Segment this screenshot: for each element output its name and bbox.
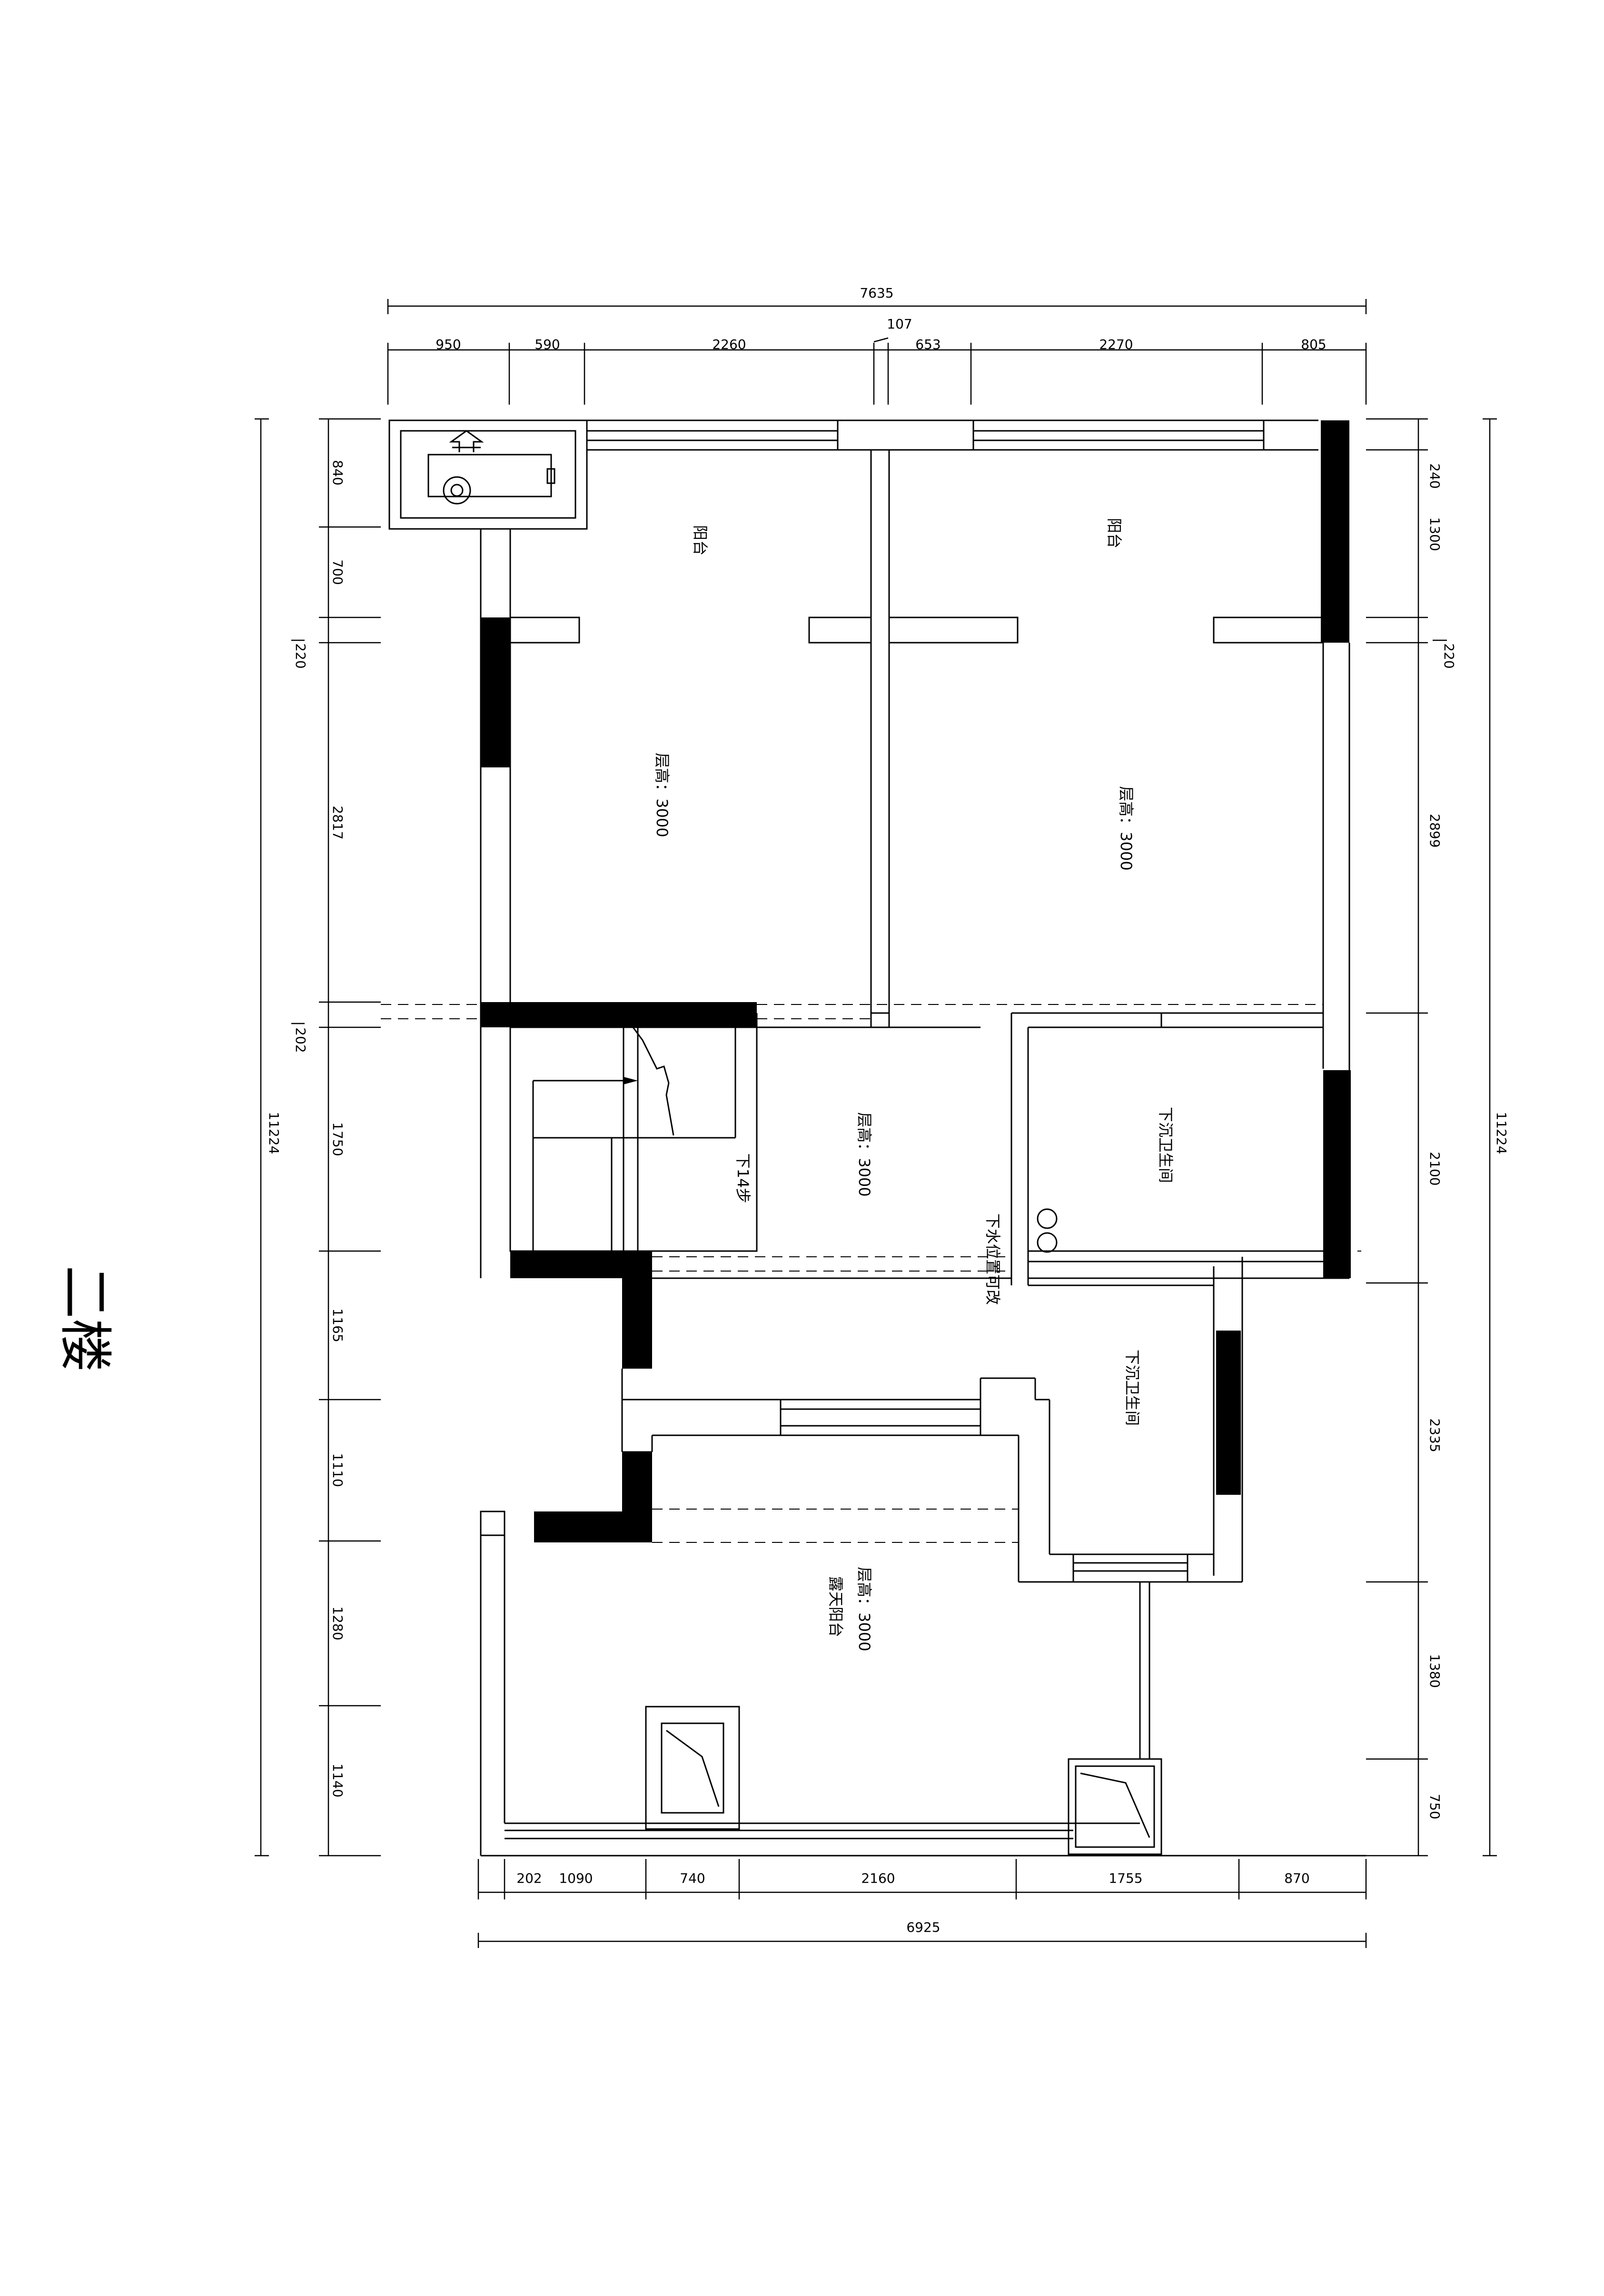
label-bath-lower: 下沉卫生间 <box>1123 1350 1141 1426</box>
dim-right-seg-7: 1380 <box>1427 1654 1443 1688</box>
beam-lines <box>381 1004 1361 1543</box>
dim-top-small: 107 <box>887 316 912 332</box>
dim-left-seg-7: 1165 <box>330 1308 346 1342</box>
dim-top-seg-2: 590 <box>535 337 560 352</box>
dim-right-seg-5: 2100 <box>1427 1152 1443 1185</box>
label-bath-upper: 下沉卫生间 <box>1157 1107 1175 1183</box>
dim-bottom-overall: 6925 <box>906 1919 940 1935</box>
dim-left-seg-1: 840 <box>330 460 346 485</box>
dim-right-seg-4: 2899 <box>1427 814 1443 847</box>
left-dimensions: 11224 840 700 220 2817 202 1750 1165 111… <box>255 418 381 1857</box>
label-balcony-left: 阳台 <box>691 525 709 556</box>
dim-bottom-seg-4: 2160 <box>861 1870 895 1886</box>
dim-bottom-seg-2: 1090 <box>559 1870 593 1886</box>
dim-right-seg-2: 1300 <box>1427 517 1443 551</box>
drain-pipes-icon <box>1037 1208 1058 1253</box>
label-balcony-right: 阳台 <box>1105 518 1123 548</box>
label-stair-note: 下14步 <box>734 1153 752 1203</box>
right-dimensions: 240 1300 220 2899 2100 2335 1380 750 112… <box>1366 418 1509 1857</box>
dim-left-seg-10: 1140 <box>330 1763 346 1797</box>
dim-top-seg-5: 2270 <box>1099 337 1133 352</box>
dim-right-seg-3: 220 <box>1441 643 1457 668</box>
dim-left-seg-5: 202 <box>293 1027 308 1053</box>
label-height-left: 层高：3000 <box>653 753 671 837</box>
dim-left-seg-9: 1280 <box>330 1606 346 1640</box>
dim-left-seg-3: 220 <box>293 643 308 668</box>
top-dimensions: 7635 107 950 590 2260 653 2270 805 <box>387 285 1367 405</box>
label-drain-note: 下水位置可改 <box>984 1213 1002 1305</box>
walls <box>388 419 1366 1857</box>
structural-columns <box>481 420 1351 1542</box>
dim-top-overall: 7635 <box>860 285 893 301</box>
dim-right-seg-1: 240 <box>1427 463 1443 488</box>
label-height-right: 层高：3000 <box>1117 786 1135 870</box>
page-title: 二楼 <box>54 1265 116 1372</box>
dim-bottom-seg-3: 740 <box>680 1870 705 1886</box>
dim-left-seg-8: 1110 <box>330 1453 346 1487</box>
dim-left-seg-4: 2817 <box>330 805 346 839</box>
dim-left-seg-2: 700 <box>330 559 346 585</box>
dim-bottom-seg-1: 202 <box>516 1870 542 1886</box>
dim-top-seg-4: 653 <box>915 337 941 352</box>
label-terrace-height: 层高：3000 <box>855 1567 873 1651</box>
dim-bottom-seg-6: 870 <box>1284 1870 1309 1886</box>
water-heater-icon <box>427 430 555 505</box>
dim-bottom-seg-5: 1755 <box>1109 1870 1142 1886</box>
room-labels: 阳台 阳台 层高：3000 层高：3000 层高：3000 下14步 下水位置可… <box>653 518 1175 1651</box>
label-terrace-name: 露天阳台 <box>827 1576 845 1637</box>
dim-right-seg-8: 750 <box>1427 1794 1443 1819</box>
dim-right-seg-6: 2335 <box>1427 1418 1443 1452</box>
dim-top-seg-1: 950 <box>436 337 461 352</box>
dim-top-seg-6: 805 <box>1301 337 1326 352</box>
dim-left-seg-6: 1750 <box>330 1122 346 1156</box>
dim-top-seg-3: 2260 <box>712 337 746 352</box>
dim-right-overall: 11224 <box>1494 1112 1509 1154</box>
stair-arrow-icon <box>624 1027 674 1136</box>
label-height-stair: 层高：3000 <box>855 1112 873 1196</box>
dim-left-overall: 11224 <box>266 1112 282 1154</box>
bottom-dimensions: 202 1090 740 2160 1755 870 6925 <box>477 1859 1367 1948</box>
